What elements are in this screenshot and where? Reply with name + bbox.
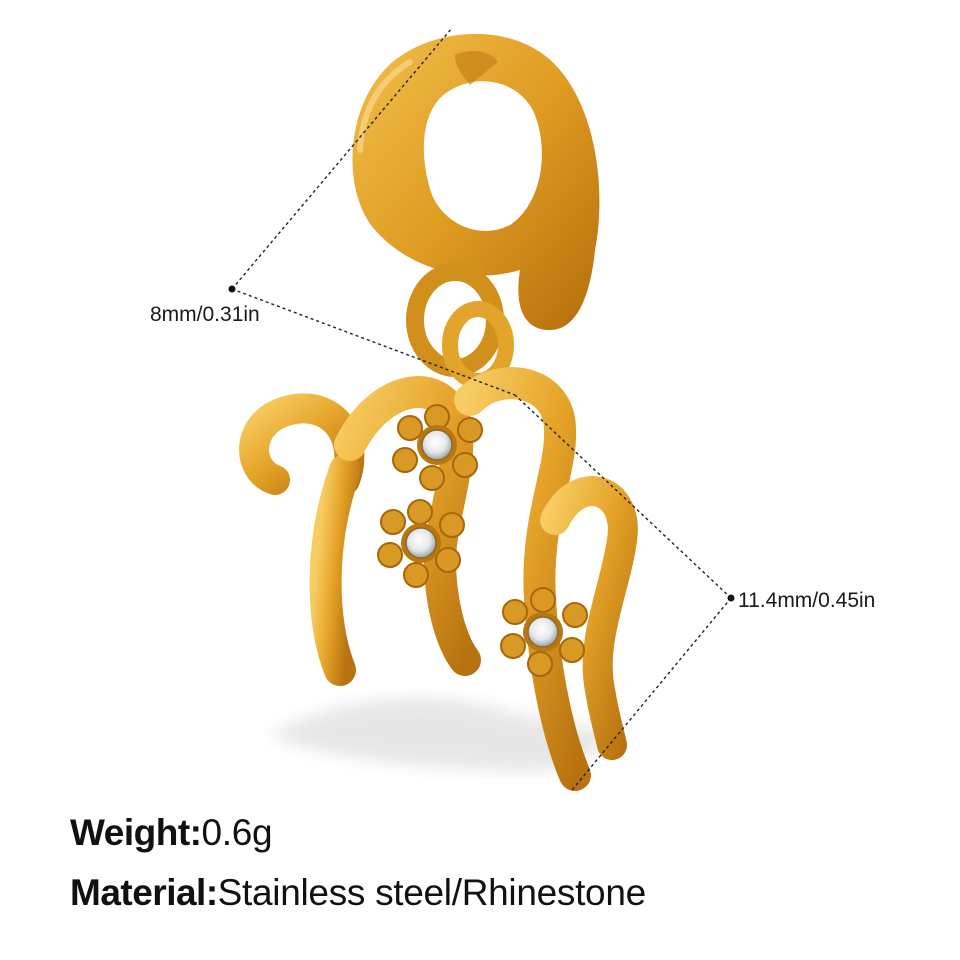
flower-rhinestone-bottom — [500, 587, 588, 677]
spec-material-key: Material: — [70, 872, 218, 913]
spec-material: Material:Stainless steel/Rhinestone — [70, 872, 646, 914]
dimension-dot-width — [228, 285, 236, 293]
spec-weight-key: Weight: — [70, 812, 202, 853]
dimension-label-width: 8mm/0.31in — [150, 303, 260, 326]
bail-ring — [352, 33, 600, 331]
dimension-line-width — [231, 27, 516, 396]
dimension-dot-height — [727, 594, 735, 602]
spec-weight: Weight:0.6g — [70, 812, 273, 854]
spec-weight-value: 0.6g — [201, 812, 273, 853]
jump-ring — [406, 263, 514, 389]
charm-shadow — [270, 698, 610, 771]
dimension-line-height — [514, 394, 732, 791]
virgo-charm-body — [239, 367, 638, 791]
spec-material-value: Stainless steel/Rhinestone — [217, 872, 647, 913]
flower-rhinestone-middle — [377, 499, 465, 588]
dimension-label-height: 11.4mm/0.45in — [738, 589, 876, 612]
flower-rhinestone-top — [392, 404, 483, 491]
